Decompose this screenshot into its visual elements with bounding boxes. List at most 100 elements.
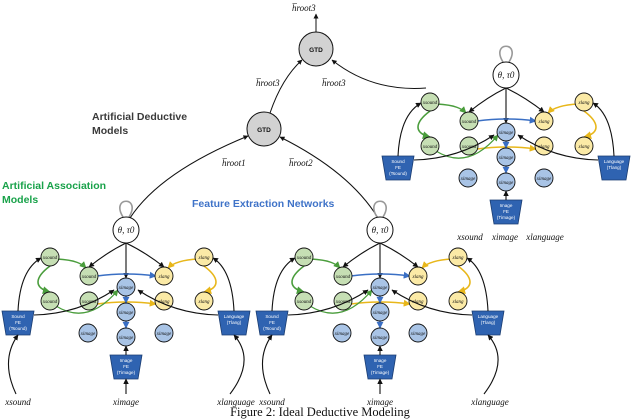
language-node (574, 136, 594, 156)
sound-fe-edge (397, 102, 422, 157)
gtd-top-input-label-right: h̅root3 (322, 78, 346, 88)
association-heading-line1: Artificial Association (2, 180, 106, 192)
sound-node-label: xsound (81, 300, 97, 305)
image-node-label: ximage (498, 131, 514, 136)
image-fe-block (489, 199, 523, 225)
gtd-mid-node: GTD (246, 111, 282, 147)
green-arc (435, 134, 499, 159)
image-node-label: ximage (498, 181, 514, 186)
sound-fe-edge (287, 289, 369, 316)
language-fe-edge (391, 289, 473, 316)
root-edge (379, 242, 419, 268)
root-self-loop (119, 200, 133, 218)
language-fe-block-label: Language (478, 314, 499, 319)
sound-node-label: xsound (422, 145, 438, 150)
language-fe-block (597, 155, 631, 181)
root-edge (468, 87, 507, 113)
sound-node-label: xsound (335, 275, 351, 280)
green-arc (309, 289, 373, 314)
image-node (370, 277, 390, 297)
language-node-label: xlang (537, 120, 550, 125)
image-fe-block-label: FE (123, 364, 129, 369)
sound-node-label: xsound (42, 256, 58, 261)
root-edge (88, 242, 127, 268)
image-node (370, 302, 390, 322)
language-node-label: xlang (577, 145, 590, 150)
blue-arc (476, 116, 537, 124)
language-fe-edge (517, 134, 599, 161)
language-fe-block-label: Language (604, 159, 625, 164)
green-arc (436, 103, 467, 114)
root-node-label: θ, τ0 (498, 70, 515, 80)
language-node (448, 291, 468, 311)
deductive-heading-line1: Artificial Deductive (92, 111, 187, 123)
image-fe-block (109, 354, 143, 380)
yellow-arc (457, 265, 471, 295)
language-node (574, 92, 594, 112)
sound-node (420, 92, 440, 112)
sound-input-edge (7, 334, 19, 395)
image-node-label: ximage (118, 311, 134, 316)
image-fe-block-label: FE (503, 209, 509, 214)
sound-node-label: xsound (422, 101, 438, 106)
green-arc (417, 110, 431, 140)
sound-fe-block-label: (Tsound) (263, 326, 281, 331)
image-fe-block-label: Image (374, 358, 387, 363)
image-node (534, 168, 554, 188)
root-edge (505, 87, 545, 113)
image-node-label: ximage (118, 336, 134, 341)
deductive-heading-line2: Models (92, 125, 128, 137)
green-arc (56, 258, 87, 269)
yellow-arc (547, 103, 579, 114)
gtd-top-node: GTD (298, 31, 334, 67)
language-node-label: xlang (157, 300, 170, 305)
sound-input-edge (261, 334, 273, 395)
gtd-mid-to-top-edge (269, 59, 303, 114)
gtd-top-input-label-left: h̅root3 (256, 78, 280, 88)
association-model-left: θ, τ0xsoundxsoundxsoundxsoundxlangxlangx… (1, 200, 255, 407)
gtd-top-label: GTD (309, 47, 323, 54)
image-node-label: ximage (536, 177, 552, 182)
image-node-label: ximage (372, 311, 388, 316)
mid-root-to-mid-edge (279, 136, 379, 219)
sound-input-label: xsound (258, 397, 285, 407)
root-edge (342, 242, 381, 268)
language-node (194, 291, 214, 311)
sound-node (459, 111, 479, 131)
image-node (458, 168, 478, 188)
language-fe-block-label: (Tlang) (607, 165, 622, 170)
image-fe-block-label: (Timage) (371, 370, 390, 375)
blue-arc (350, 271, 411, 279)
sound-fe-block-label: (Tsound) (9, 326, 27, 331)
language-node-label: xlang (451, 256, 464, 261)
language-node-label: xlang (157, 275, 170, 280)
image-node (496, 147, 516, 167)
yellow-arc (421, 258, 453, 269)
yellow-arc (203, 265, 217, 295)
gtd-mid-label: GTD (257, 127, 271, 134)
sound-fe-block-label: FE (395, 165, 401, 170)
language-fe-edge (466, 257, 489, 312)
language-node (534, 111, 554, 131)
right-image-input-label: ximage (491, 232, 518, 242)
root-self-loop (373, 200, 387, 218)
image-fe-block (363, 354, 397, 380)
language-input-edge (483, 334, 499, 395)
language-fe-block-label: (Tlang) (481, 320, 496, 325)
image-node-label: ximage (334, 332, 350, 337)
language-fe-block-label: Language (224, 314, 245, 319)
green-arc (37, 265, 51, 295)
sound-node-label: xsound (42, 300, 58, 305)
association-heading-line2: Models (2, 194, 38, 206)
sound-fe-block-label: Sound (11, 314, 25, 319)
image-node (496, 122, 516, 142)
sound-fe-block (1, 310, 35, 336)
image-node (78, 323, 98, 343)
blue-arc (96, 271, 157, 279)
image-node-label: ximage (118, 286, 134, 291)
sound-node-label: xsound (461, 120, 477, 125)
association-models: θ, τ0 xsound xsound xsound xsound xlang xlang x… (1, 45, 631, 407)
image-node (116, 277, 136, 297)
right-root-to-top-edge (331, 59, 427, 89)
